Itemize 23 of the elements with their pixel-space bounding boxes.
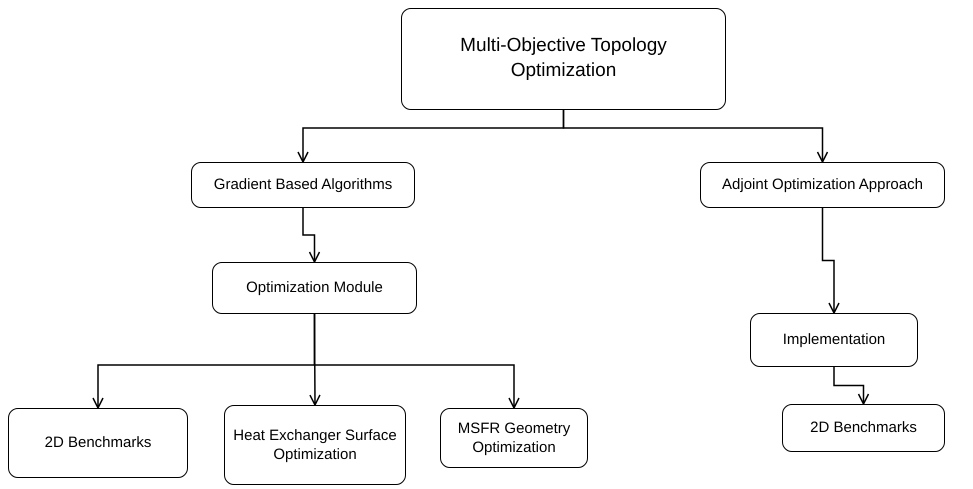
connector-arrow <box>562 110 828 163</box>
connector-arrow <box>302 208 320 263</box>
node-label: Implementation <box>782 330 886 350</box>
node-label: 2D Benchmarks <box>810 418 917 438</box>
node-label: MSFR Geometry Optimization <box>456 418 572 458</box>
process-box <box>401 8 726 110</box>
node-label: Optimization Module <box>246 278 383 298</box>
node-label: Gradient Based Algorithms <box>214 175 392 195</box>
node-label: Adjoint Optimization Approach <box>722 175 923 195</box>
connector-arrow <box>833 367 870 405</box>
connector-arrow <box>314 314 520 409</box>
node-label: 2D Benchmarks <box>44 433 152 453</box>
process-box <box>212 262 417 314</box>
process-box <box>191 162 415 208</box>
connector-arrow <box>822 208 840 314</box>
process-box <box>700 162 945 208</box>
process-box <box>440 408 588 468</box>
node-label: Multi-Objective Topology Optimization <box>459 34 668 83</box>
node-label: Heat Exchanger Surface Optimization <box>233 426 397 464</box>
process-box <box>782 404 945 452</box>
process-box <box>8 408 188 478</box>
process-box <box>750 313 918 367</box>
process-box <box>224 405 406 485</box>
